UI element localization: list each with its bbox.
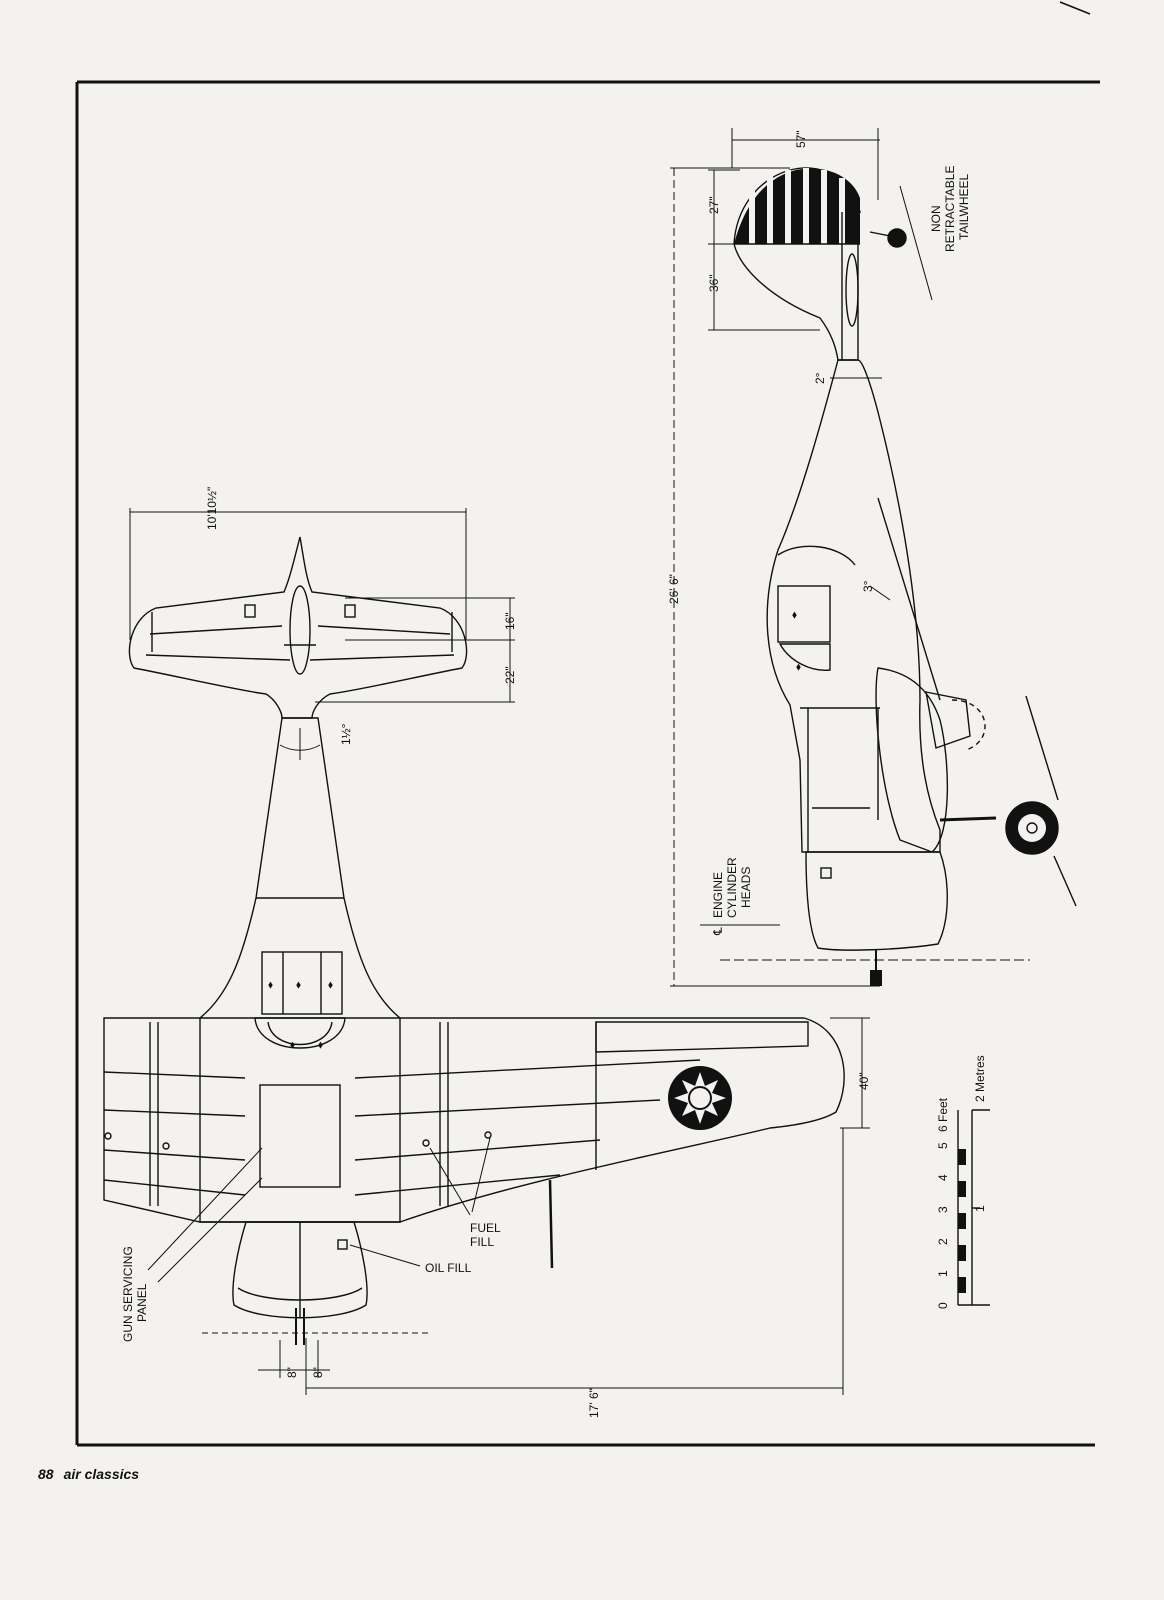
svg-text:⬧: ⬧ [290,1039,295,1051]
svg-text:⬧: ⬧ [296,979,301,991]
engine-note-3: HEADS [739,867,753,908]
roundel [668,1066,732,1130]
magazine-name: air classics [63,1466,140,1482]
scale-tick-3: 3 [936,1206,950,1213]
scale-tick-0: 0 [936,1302,950,1309]
scale-tick-4: 4 [936,1174,950,1181]
top-view-dimensions [129,508,870,1395]
gun-offset-right-label: 8" [311,1367,325,1378]
tail-dihedral-label: 1½° [339,723,353,745]
wing-tip-chord-label: 40" [857,1072,871,1090]
scale-metre-tick-1: 1 [973,1205,987,1212]
cowling-side [805,851,948,951]
fin-height-label: 36" [707,274,721,292]
gun-offset-left-label: 8" [285,1367,299,1378]
rudder-stripes [734,168,860,244]
side-view-dimensions [670,128,1030,987]
fuel-fill-label-1: FUEL [470,1221,501,1235]
svg-text:⬧: ⬧ [328,979,333,991]
tailwheel-note-3: TAILWHEEL [957,173,971,240]
tailplane-span-label: 10'10½" [205,487,219,530]
half-span-label: 17' 6" [587,1388,601,1418]
svg-text:⬧: ⬧ [796,661,801,673]
scale-bar [957,1109,990,1306]
svg-text:⬧: ⬧ [792,609,797,621]
centerline-symbol: ℄ [711,927,725,936]
oil-fill-label: OIL FILL [425,1261,472,1275]
side-view: ⬧ ⬧ [733,167,1077,986]
scale-tick-1: 1 [936,1270,950,1277]
svg-text:⬧: ⬧ [318,1039,323,1051]
page-footer: 88 air classics [38,1466,149,1482]
gun-servicing-panel-label-2: PANEL [135,1283,149,1322]
scale-feet-label: 6 Feet [936,1097,950,1132]
tailwheel [887,228,907,248]
page-number: 88 [38,1466,54,1482]
engine-note-1: ENGINE [711,872,725,918]
fuselage-top [199,717,401,1223]
length-label: 26' 6" [667,574,681,604]
tail-angle-label: 2° [813,372,827,384]
fin-chord-label: 57" [794,130,808,148]
fuel-fill-label-2: FILL [470,1235,494,1249]
canopy-top [261,951,343,1015]
scale-metres-label: 2 Metres [973,1055,987,1102]
tailplane-outline [128,536,468,719]
scale-tick-5: 5 [936,1142,950,1149]
canopy-side [777,585,831,643]
tailwheel-note-2: RETRACTABLE [943,166,957,252]
top-view: ⬧ ⬧ ⬧ ⬧ ⬧ [103,536,845,1345]
gun-servicing-panel [259,1084,341,1188]
fuselage-side [766,359,941,853]
engine-note-2: CYLINDER [725,857,739,918]
tailwheel-note-1: NON [929,205,943,232]
rudder-height-label: 27" [707,196,721,214]
tail-chord-root-label: 22" [503,666,517,684]
gun-servicing-panel-label-1: GUN SERVICING [121,1246,135,1342]
windscreen-angle-label: 3° [861,580,875,592]
cowling-top [232,1221,368,1319]
tail-chord-elevator-label: 16" [503,612,517,630]
wing-planform [103,1017,845,1223]
gear-fairing [875,667,949,853]
scale-tick-2: 2 [936,1238,950,1245]
drawing-frame [75,1,1100,1447]
svg-text:⬧: ⬧ [268,979,273,991]
